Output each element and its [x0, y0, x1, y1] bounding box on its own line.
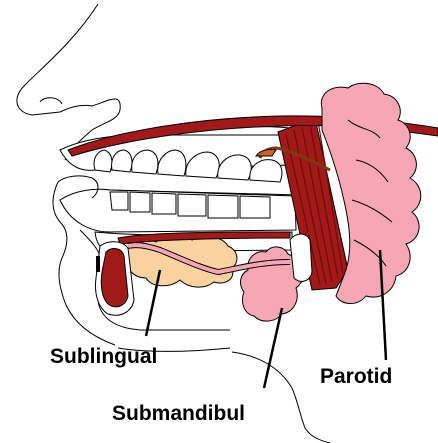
nostril-outline — [40, 98, 62, 104]
mylohyoid-region — [96, 242, 135, 316]
nose-outline — [17, 4, 98, 115]
sublingual-label: Sublingual — [50, 345, 157, 368]
submandibular-cut-section — [290, 234, 312, 281]
parotid-label: Parotid — [320, 365, 392, 388]
neck-line — [232, 352, 330, 443]
submandibular-label: Submandibul — [112, 402, 245, 425]
